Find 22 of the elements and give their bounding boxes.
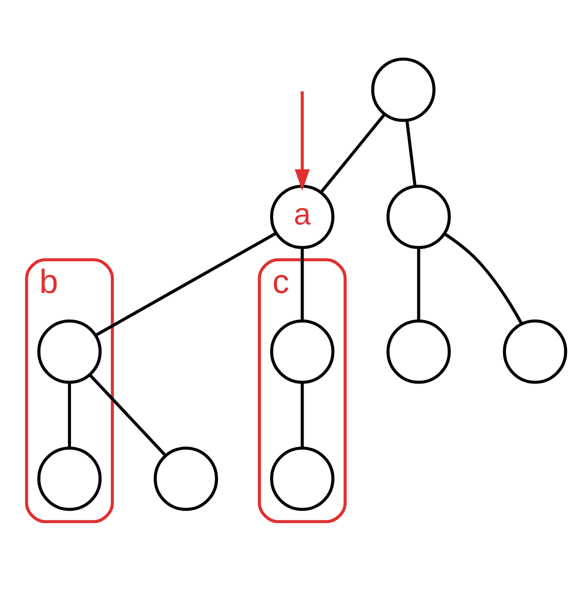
node-circle <box>371 57 436 122</box>
connector <box>417 247 420 320</box>
connector <box>95 231 277 336</box>
connector <box>300 247 304 320</box>
node-circle <box>270 318 334 384</box>
connector <box>88 373 167 456</box>
node-circle <box>386 184 451 249</box>
connector <box>320 113 386 193</box>
node-circle: a <box>270 184 334 249</box>
connector <box>300 382 304 448</box>
node-circle <box>386 318 451 384</box>
cluster: c <box>258 258 347 523</box>
node-circle <box>154 446 218 510</box>
node-circle <box>270 446 334 510</box>
connector <box>405 120 417 186</box>
arrow <box>294 90 310 190</box>
connector <box>68 382 71 448</box>
cluster: b <box>25 258 114 523</box>
connector <box>444 232 523 324</box>
node-circle <box>37 318 102 384</box>
node-circle <box>37 446 102 510</box>
node-circle <box>502 318 568 384</box>
